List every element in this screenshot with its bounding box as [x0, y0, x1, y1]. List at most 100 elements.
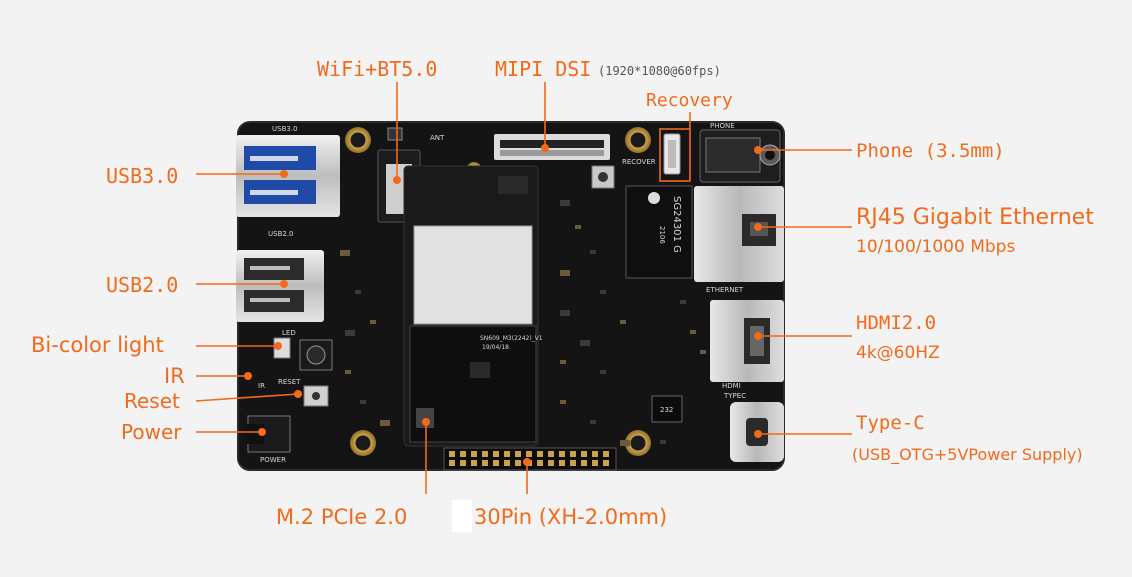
smd-component [690, 330, 696, 334]
header-pin [526, 451, 532, 457]
hdmi-port [710, 300, 784, 382]
silk-ic: 232 [660, 406, 673, 414]
label-reset: Reset [124, 389, 180, 413]
mipi-connector [494, 134, 610, 160]
header-pin [515, 460, 521, 466]
label-hdmi-res: 4k@60HZ [856, 343, 940, 363]
smd-component [380, 420, 390, 426]
header-pin [471, 460, 477, 466]
recovery-highlight [659, 128, 691, 182]
header-pin [548, 451, 554, 457]
header-pin [482, 460, 488, 466]
header-pin [482, 451, 488, 457]
label-bicolor: Bi-color light [31, 333, 164, 357]
header-pin [504, 460, 510, 466]
header-pin [460, 451, 466, 457]
smd-component [560, 400, 566, 404]
header-pin [449, 460, 455, 466]
label-mipi: MIPI DSI [495, 57, 591, 81]
smd-component [620, 320, 626, 324]
header-pin [581, 460, 587, 466]
header-pin [471, 451, 477, 457]
header-pin [548, 460, 554, 466]
smd-component [600, 370, 606, 374]
smd-component [575, 225, 581, 229]
smd-component [345, 370, 351, 374]
silk-reset: RESET [278, 378, 301, 386]
label-typec-note: (USB_OTG+5VPower Supply) [852, 445, 1083, 465]
ir-receiver [299, 339, 333, 371]
header-pin [504, 451, 510, 457]
silk-ir: IR [258, 382, 265, 390]
silk-ant: ANT [430, 134, 445, 142]
smd-component [370, 320, 376, 324]
header-pin [570, 451, 576, 457]
phone-jack [699, 129, 781, 183]
silk-typec: TYPEC [723, 392, 746, 400]
silk-ethernet: ETHERNET [706, 286, 744, 294]
label-m2: M.2 PCIe 2.0 [276, 505, 407, 529]
smd-component [700, 350, 706, 354]
header-pin [559, 451, 565, 457]
silk-module: SN609_M3(2242)_V1 [480, 335, 543, 342]
smd-component [340, 250, 350, 256]
silk-power: POWER [260, 456, 286, 464]
pin-header-30 [443, 447, 617, 471]
smd-component [360, 400, 366, 404]
header-pin [460, 460, 466, 466]
recovery-button [663, 133, 681, 175]
passive-components [340, 200, 706, 446]
header-pin [603, 451, 609, 457]
header-pin [581, 451, 587, 457]
label-hdmi: HDMI2.0 [856, 312, 936, 334]
small-ic [651, 395, 683, 423]
silk-usb20: USB2.0 [268, 230, 294, 238]
header-pin [559, 460, 565, 466]
silk-recover: RECOVER [622, 158, 656, 166]
smd-component [680, 300, 686, 304]
label-mipi-note: (1920*1080@60fps) [598, 64, 721, 78]
power-button [246, 415, 291, 453]
usb3-port [236, 135, 340, 217]
smd-component [560, 310, 570, 316]
label-wifi: WiFi+BT5.0 [317, 57, 437, 81]
silk-module-date: 19/04/18 [482, 344, 509, 351]
header-pin [592, 451, 598, 457]
smd-component [560, 200, 570, 206]
usb2-port [236, 250, 324, 322]
rj45-jack [694, 186, 784, 282]
leader-dots [244, 144, 762, 466]
header-pin [493, 451, 499, 457]
header-pin [493, 460, 499, 466]
reset-button [303, 385, 329, 407]
smd-component [590, 250, 596, 254]
header-pin [537, 460, 543, 466]
smd-component [345, 330, 355, 336]
smd-component [580, 340, 590, 346]
smd-component [560, 360, 566, 364]
label-rj45-speed: 10/100/1000 Mbps [856, 237, 1015, 257]
label-rj45: RJ45 Gigabit Ethernet [856, 205, 1094, 230]
header-pin [449, 451, 455, 457]
smd-component [590, 420, 596, 424]
label-gap-box [452, 500, 472, 532]
smd-component [560, 270, 570, 276]
label-phone: Phone (3.5mm) [856, 140, 1005, 162]
m2-slot: SN609_M3(2242)_V1 19/04/18 [409, 325, 543, 443]
smd-component [620, 440, 630, 446]
silk-usb30: USB3.0 [272, 125, 298, 133]
smd-component [660, 440, 666, 444]
header-pin [515, 451, 521, 457]
silk-phone: PHONE [710, 122, 735, 130]
label-ir: IR [164, 364, 185, 388]
smd-component [355, 290, 361, 294]
leader-lines [195, 82, 852, 494]
label-power: Power [121, 420, 182, 444]
label-typec: Type-C [856, 412, 925, 434]
label-recovery: Recovery [646, 90, 733, 111]
label-usb3: USB3.0 [106, 164, 178, 188]
ethernet-chip: SG24301 G 2106 [625, 185, 693, 279]
header-pin [603, 460, 609, 466]
header-pin [537, 451, 543, 457]
